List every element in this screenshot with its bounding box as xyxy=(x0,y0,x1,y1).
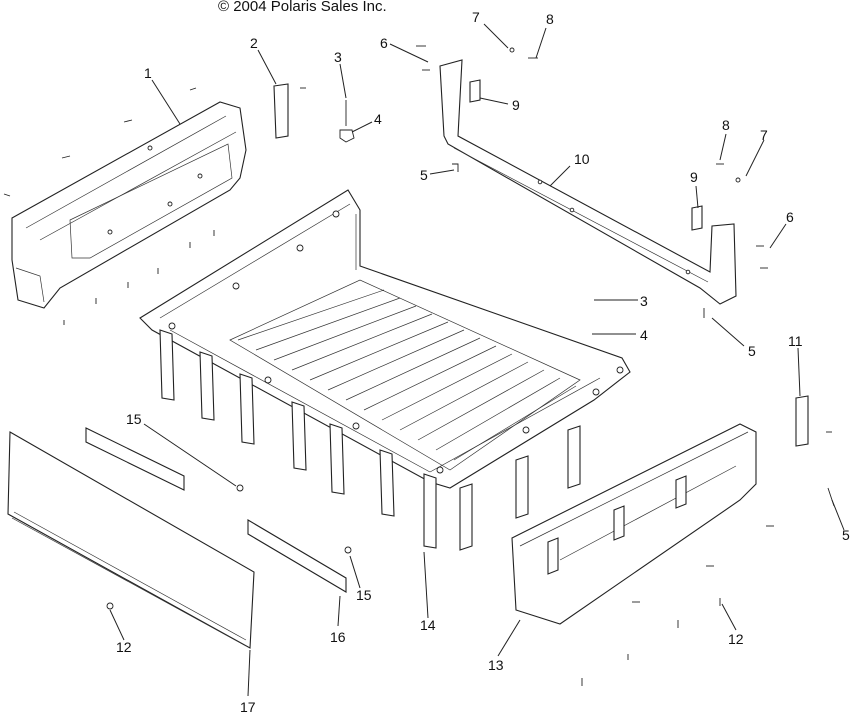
part-1-hardware xyxy=(3,87,215,325)
part-2-reflector xyxy=(273,83,306,139)
callout-15-upper: 15 xyxy=(126,411,142,427)
callout-2: 2 xyxy=(250,35,258,51)
part-10-frame xyxy=(439,59,737,305)
callout-5-mid: 5 xyxy=(748,343,756,359)
callout-11: 11 xyxy=(788,333,803,349)
part-11-reflector xyxy=(795,395,835,507)
callout-17: 17 xyxy=(240,699,256,712)
callout-4-top: 4 xyxy=(374,111,382,127)
callout-3-top: 3 xyxy=(334,49,342,65)
part-16-strip-upper xyxy=(85,427,244,492)
part-14-cargo-box xyxy=(139,189,631,551)
callout-4-mid: 4 xyxy=(640,327,648,343)
part-16-strip-lower xyxy=(247,519,352,593)
part-17-panel xyxy=(7,431,255,649)
callout-7-right: 7 xyxy=(760,127,768,143)
part-13-hardware xyxy=(581,525,774,686)
callout-9-top: 9 xyxy=(512,97,520,113)
callout-3-mid: 3 xyxy=(640,293,648,309)
callout-14: 14 xyxy=(420,617,436,633)
callout-15-lower: 15 xyxy=(356,587,372,603)
callout-7-top: 7 xyxy=(472,9,480,25)
part-1-left-side-rail xyxy=(11,101,247,309)
callout-12-left: 12 xyxy=(116,639,132,655)
part-3-4-hardware-top xyxy=(339,100,355,143)
callout-9-right: 9 xyxy=(690,169,698,185)
callout-6-top: 6 xyxy=(380,35,388,51)
callout-1: 1 xyxy=(144,65,152,81)
callout-13: 13 xyxy=(488,657,504,673)
callout-6-right: 6 xyxy=(786,209,794,225)
copyright-notice: © 2004 Polaris Sales Inc. xyxy=(218,0,387,15)
leader-lines xyxy=(109,23,845,697)
part-13-right-side-rail xyxy=(511,423,757,625)
callout-labels: 1 2 3 4 6 7 8 9 5 10 8 7 9 6 3 4 5 11 5 … xyxy=(116,9,850,712)
callout-16: 16 xyxy=(330,629,346,645)
callout-12-right: 12 xyxy=(728,631,744,647)
callout-5-top: 5 xyxy=(420,167,428,183)
callout-8-top: 8 xyxy=(546,11,554,27)
callout-5-bottom: 5 xyxy=(842,527,850,543)
callout-10: 10 xyxy=(574,151,590,167)
callout-8-right: 8 xyxy=(722,117,730,133)
